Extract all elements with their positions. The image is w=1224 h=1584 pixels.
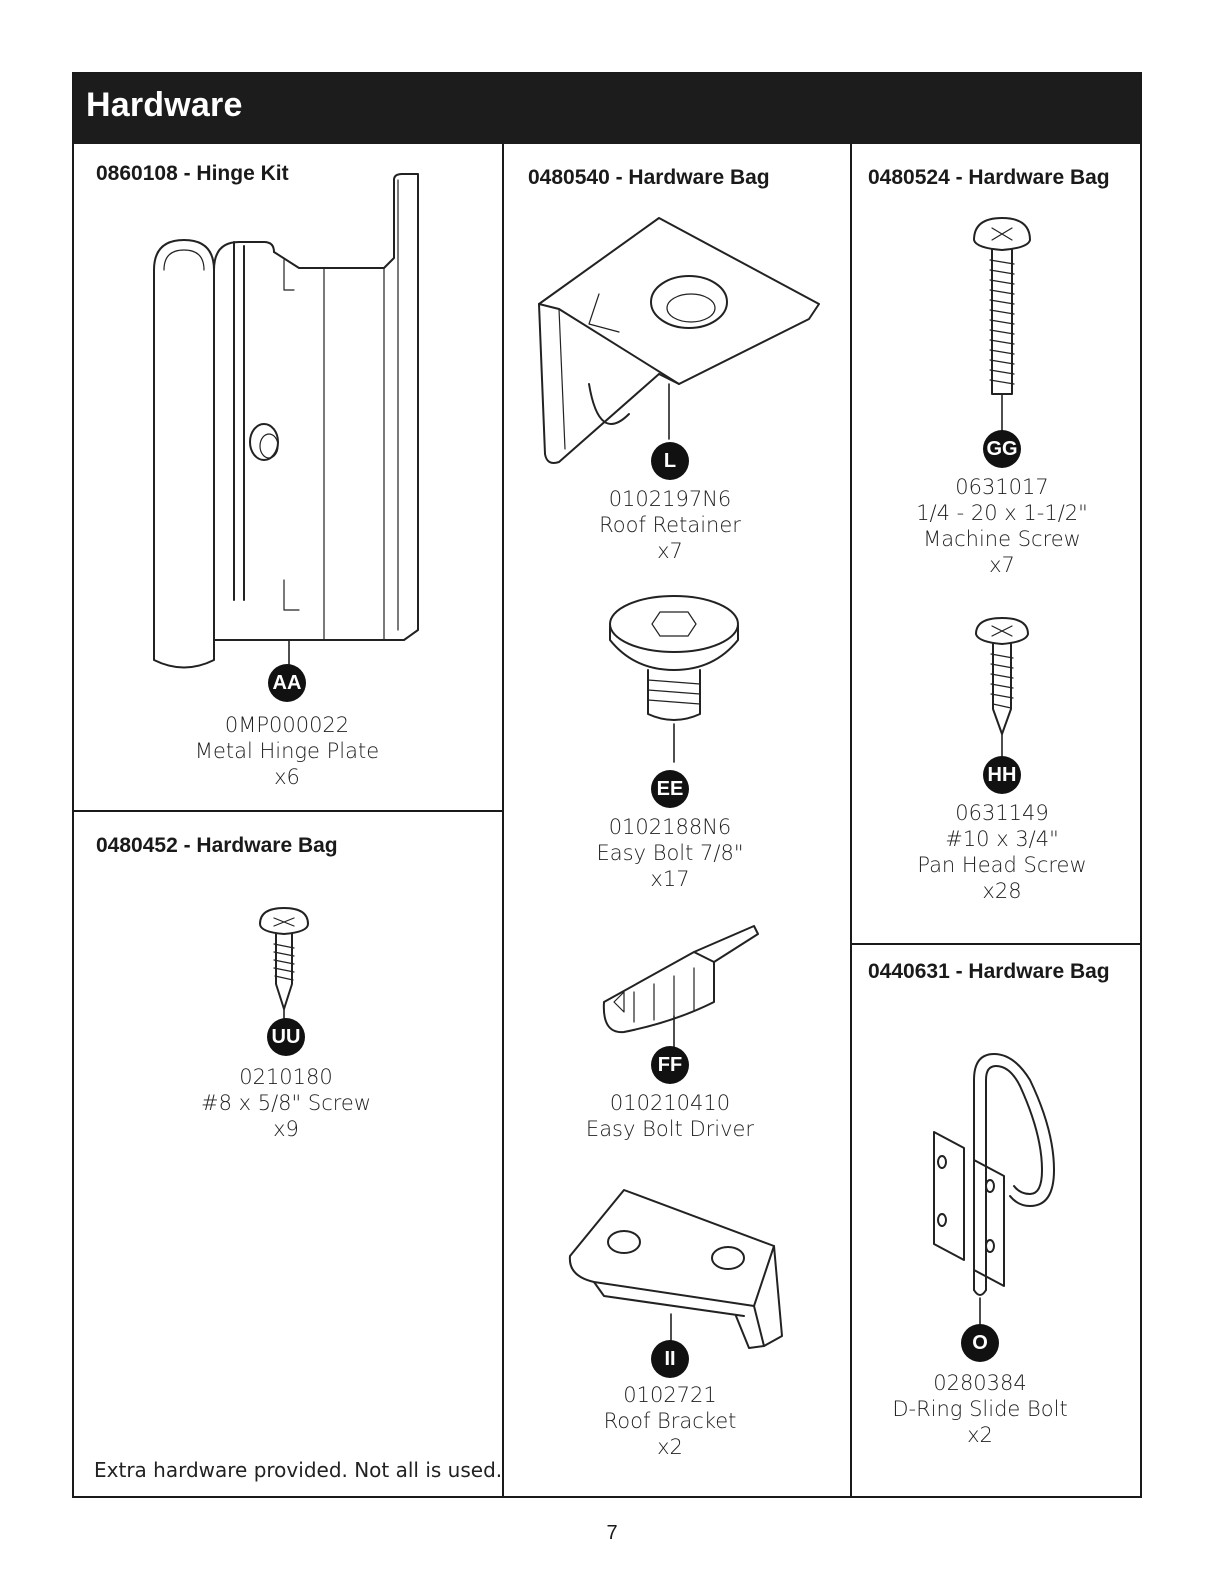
part-qty: x28 [982, 879, 1022, 903]
part-number: 0102188N6 [608, 815, 732, 839]
part-label-d-ring-slide-bolt: 0280384 D-Ring Slide Bolt x2 [892, 1370, 1067, 1448]
roof-bracket-icon [568, 1189, 783, 1352]
part-name: #8 x 5/8" Screw [200, 1091, 372, 1115]
part-qty: x6 [274, 765, 300, 789]
column-divider-2 [850, 144, 852, 1498]
part-badge-gg: GG [983, 430, 1021, 468]
part-number: 0631017 [955, 475, 1049, 499]
part-qty: x9 [273, 1117, 299, 1141]
easy-bolt-driver-icon [602, 925, 759, 1049]
part-name: Metal Hinge Plate [194, 739, 380, 763]
part-badge-hh: HH [983, 756, 1021, 794]
part-number: 0210180 [239, 1065, 333, 1089]
bag-title-hinge-kit: 0860108 - Hinge Kit [96, 162, 289, 185]
part-number: 010210410 [609, 1091, 731, 1115]
part-qty: x7 [989, 553, 1015, 577]
part-badge-aa: AA [268, 664, 306, 702]
part-badge-ee: EE [651, 770, 689, 808]
bag-title-0480540: 0480540 - Hardware Bag [528, 166, 770, 189]
part-label-easy-bolt: 0102188N6 Easy Bolt 7/8" x17 [597, 814, 744, 892]
part-qty: x2 [657, 1435, 683, 1459]
part-label-roof-retainer: 0102197N6 Roof Retainer x7 [599, 486, 741, 564]
easy-bolt-icon [609, 595, 739, 763]
part-badge-o: O [961, 1324, 999, 1362]
part-number: 0102721 [623, 1383, 717, 1407]
part-name: Easy Bolt Driver [585, 1117, 755, 1141]
part-name: Roof Bracket [603, 1409, 737, 1433]
part-size: #10 x 3/4" [945, 827, 1059, 851]
part-badge-uu: UU [267, 1018, 305, 1056]
screw-icon [259, 907, 309, 1030]
part-qty: x2 [967, 1423, 993, 1447]
part-label-screw: 0210180 #8 x 5/8" Screw x9 [201, 1064, 371, 1142]
part-qty: x7 [657, 539, 683, 563]
part-name: D-Ring Slide Bolt [892, 1397, 1068, 1421]
bag-title-0440631: 0440631 - Hardware Bag [868, 960, 1110, 983]
part-name: Roof Retainer [599, 513, 741, 537]
page-number: 7 [606, 1522, 618, 1544]
row-divider-right [850, 943, 1142, 945]
pan-head-screw-icon [975, 617, 1029, 759]
part-number: 0102197N6 [608, 487, 732, 511]
roof-retainer-icon [538, 217, 820, 464]
part-badge-ii: II [651, 1340, 689, 1378]
part-number: 0631149 [955, 801, 1049, 825]
bag-title-0480524: 0480524 - Hardware Bag [868, 166, 1110, 189]
extra-hardware-note: Extra hardware provided. Not all is used… [94, 1458, 503, 1482]
column-divider-1 [502, 144, 504, 1498]
part-label-machine-screw: 0631017 1/4 - 20 x 1-1/2" Machine Screw … [916, 474, 1088, 578]
part-number: 0280384 [933, 1371, 1027, 1395]
part-qty: x17 [650, 867, 690, 891]
hardware-sheet: Hardware 0860108 - Hinge Kit AA 0MP00002… [72, 72, 1142, 1498]
d-ring-slide-bolt-icon [933, 1053, 1055, 1341]
section-title: Hardware [86, 86, 243, 124]
part-badge-ff: FF [651, 1046, 689, 1084]
part-name: Easy Bolt 7/8" [596, 841, 744, 865]
part-label-pan-head-screw: 0631149 #10 x 3/4" Pan Head Screw x28 [917, 800, 1086, 904]
part-label-easy-bolt-driver: 010210410 Easy Bolt Driver [586, 1090, 754, 1142]
hinge-plate-icon [153, 173, 419, 671]
machine-screw-icon [973, 217, 1031, 441]
part-badge-l: L [651, 442, 689, 480]
part-number: 0MP000022 [224, 713, 350, 737]
part-label-metal-hinge-plate: 0MP000022 Metal Hinge Plate x6 [195, 712, 379, 790]
bag-title-0480452: 0480452 - Hardware Bag [96, 834, 338, 857]
part-name: Pan Head Screw [917, 853, 1087, 877]
row-divider-left [74, 810, 504, 812]
section-header: Hardware [74, 74, 1140, 144]
part-size: 1/4 - 20 x 1-1/2" [916, 501, 1088, 525]
part-label-roof-bracket: 0102721 Roof Bracket x2 [604, 1382, 737, 1460]
part-name: Machine Screw [923, 527, 1081, 551]
